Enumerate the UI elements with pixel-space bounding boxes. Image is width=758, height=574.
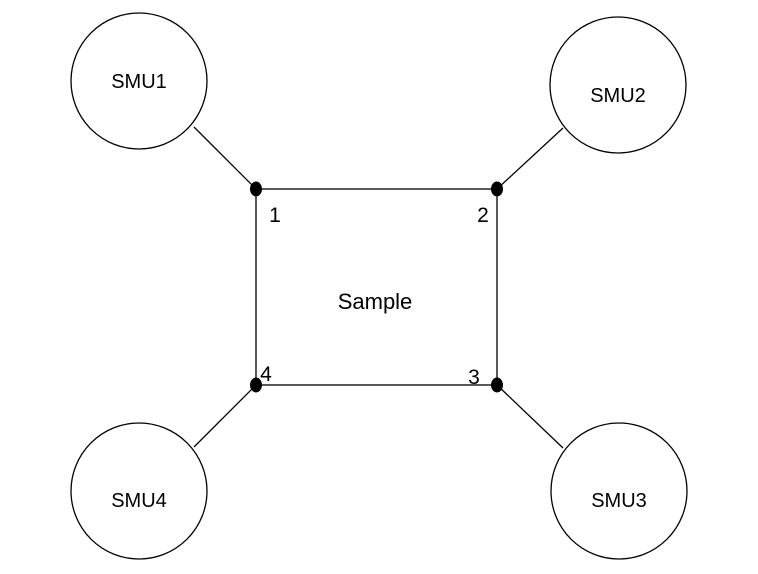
smu2-label: SMU2: [590, 85, 646, 107]
contact-dot-2: [491, 181, 503, 197]
smu1-circle: [70, 12, 208, 150]
smu3-circle: [550, 422, 688, 560]
sample-label: Sample: [338, 289, 413, 314]
smu4-node: SMU4: [70, 422, 208, 560]
contact-label-3: 3: [468, 366, 480, 389]
connector-smu2-contact2: [496, 127, 564, 190]
contact-label-4: 4: [260, 363, 272, 386]
smu4-label: SMU4: [111, 490, 167, 512]
smu3-label: SMU3: [591, 490, 647, 512]
contact-dot-3: [491, 377, 503, 393]
smu3-node: SMU3: [550, 422, 688, 560]
contact-dot-1: [250, 181, 262, 197]
contact-dot-4: [250, 377, 262, 393]
smu2-node: SMU2: [549, 16, 687, 154]
smu1-label: SMU1: [111, 71, 167, 93]
smu1-node: SMU1: [70, 12, 208, 150]
smu2-circle: [549, 16, 687, 154]
contact-label-1: 1: [269, 204, 281, 227]
contact-label-2: 2: [477, 204, 489, 227]
connector-smu1-contact1: [193, 126, 257, 190]
smu4-circle: [70, 422, 208, 560]
connector-smu3-contact3: [496, 384, 564, 449]
connector-smu4-contact4: [193, 384, 257, 448]
sample-rectangle: [255, 188, 498, 386]
